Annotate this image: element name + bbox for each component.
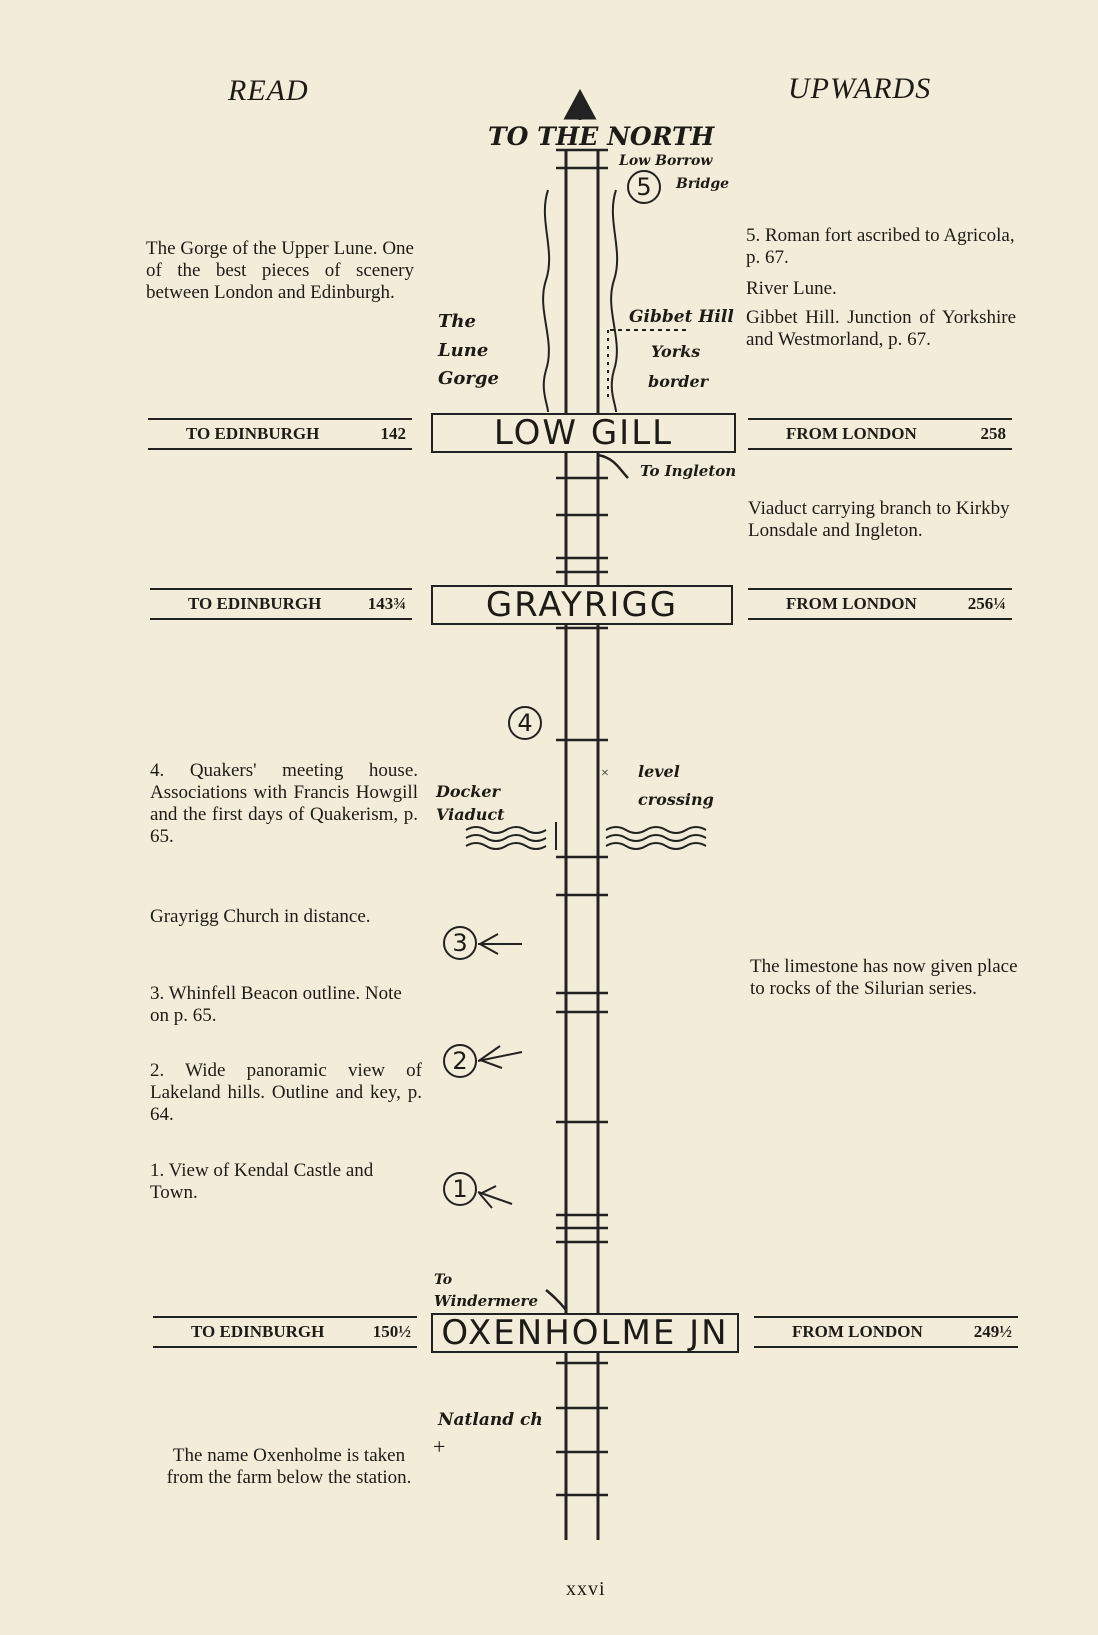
church-cross-icon: + [433,1434,446,1459]
station-name: LOW GILL [493,413,674,453]
from-london-distance: 249½ [973,1322,1012,1341]
branch-ingleton [597,453,629,479]
low-gill-from-london-row: FROM LONDON 258 [748,418,1012,450]
note-river-lune: River Lune. [746,278,837,299]
north-arrow-head [563,88,597,120]
north-label: TO THE NORTH [488,122,715,151]
to-edinburgh-distance: 143¾ [367,594,406,613]
note-whinfell: 3. Whinfell Beacon outline. Note on p. 6… [150,983,402,1026]
note-roman-fort: 5. Roman fort ascribed to Agricola, p. 6… [746,225,1015,268]
marker-3: 3 [443,926,477,960]
note-gibbet-hill: Gibbet Hill. Junction of Yorkshire and W… [746,307,1016,350]
from-london-distance: 258 [980,424,1007,443]
header-read: READ [228,74,309,107]
note-lune-gorge: The Gorge of the Upper Lune. One of the … [146,238,414,303]
docker-label: Docker [436,782,500,801]
viaduct-water-left [465,826,547,834]
from-london-label: FROM LONDON [786,594,917,613]
from-london-distance: 256¼ [967,594,1006,613]
station-name: OXENHOLME JN [441,1313,729,1353]
viaduct-label: Viaduct [436,805,505,824]
grayrigg-from-london-row: FROM LONDON 256¼ [748,588,1012,620]
marker-1: 1 [443,1172,477,1206]
viaduct-water-right [605,826,707,834]
rail-sleepers [556,148,608,1497]
river-bank-left [542,189,551,413]
to-label: To [434,1272,453,1288]
to-edinburgh-label: TO EDINBURGH [188,594,322,613]
note-oxenholme: The name Oxenholme is taken from the far… [166,1445,412,1488]
to-edinburgh-distance: 150½ [372,1322,411,1341]
from-london-label: FROM LONDON [786,424,917,443]
note-panoramic: 2. Wide panoramic view of Lakeland hills… [150,1060,422,1125]
station-name: GRAYRIGG [485,585,679,625]
station-grayrigg: GRAYRIGG [431,585,733,625]
low-borrow-label: Low Borrow [619,153,713,169]
marker-2: 2 [443,1044,477,1078]
gibbet-hill-label: Gibbet Hill [629,307,734,327]
station-low-gill: LOW GILL [431,413,736,453]
grayrigg-to-edinburgh-row: TO EDINBURGH 143¾ [150,588,412,620]
to-edinburgh-label: TO EDINBURGH [191,1322,325,1341]
to-ingleton-label: To Ingleton [640,462,737,480]
note-grayrigg-church: Grayrigg Church in distance. [150,906,371,927]
branch-windermere [545,1289,567,1311]
natland-church-label: Natland ch [438,1410,543,1430]
note-kendal: 1. View of Kendal Castle and Town. [150,1160,374,1203]
border-label: border [648,372,709,391]
page-number: xxvi [566,1578,606,1600]
header-upwards: UPWARDS [788,72,932,105]
note-viaduct-branch: Viaduct carrying branch to Kirkby Lonsda… [748,498,1010,541]
marker-arrows [477,933,523,1209]
low-gill-to-edinburgh-row: TO EDINBURGH 142 [148,418,412,450]
bridge-label: Bridge [676,176,730,192]
marker-4: 4 [508,706,542,740]
note-quakers: 4. Quakers' meeting house. Associations … [150,760,418,847]
from-london-label: FROM LONDON [792,1322,923,1341]
oxenholme-from-london-row: FROM LONDON 249½ [754,1316,1018,1348]
gorge-label: Gorge [438,368,499,389]
oxenholme-to-edinburgh-row: TO EDINBURGH 150½ [153,1316,417,1348]
note-limestone: The limestone has now given place to roc… [750,956,1018,999]
level-crossing-mark: × [601,766,609,781]
crossing-label: crossing [638,790,714,809]
yorks-label: Yorks [651,342,701,361]
lune-label: Lune [438,340,489,361]
the-label: The [438,311,476,332]
station-oxenholme-jn: OXENHOLME JN [431,1313,739,1353]
to-edinburgh-label: TO EDINBURGH [186,424,320,443]
level-label: level [638,762,680,781]
to-edinburgh-distance: 142 [380,424,407,443]
marker-5: 5 [627,170,661,204]
river-bank-right [610,189,619,413]
windermere-label: Windermere [434,1292,538,1310]
